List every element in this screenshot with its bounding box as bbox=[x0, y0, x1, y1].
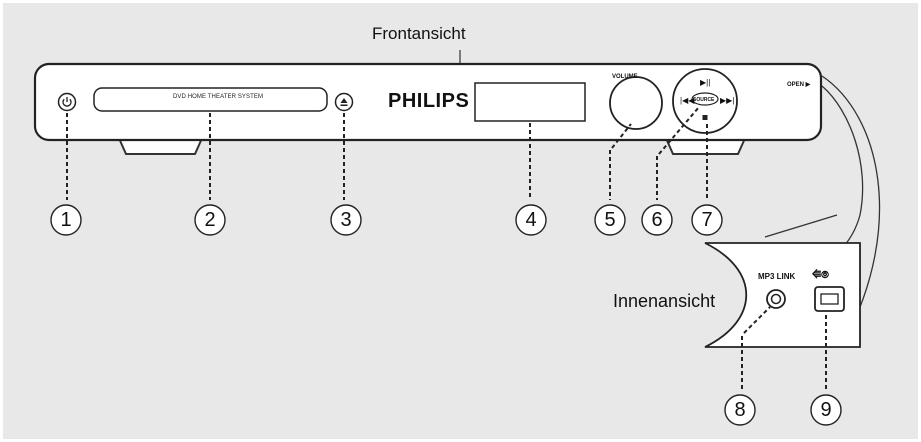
callout-5: 5 bbox=[604, 209, 616, 231]
next-icon: ▶▶| bbox=[720, 96, 735, 105]
callout-8: 8 bbox=[734, 399, 746, 421]
stop-icon bbox=[702, 115, 708, 120]
leader-6-diag bbox=[658, 106, 700, 155]
usb-port-inner bbox=[820, 293, 839, 305]
callout-circle-2 bbox=[194, 204, 226, 236]
callout-circle-3 bbox=[330, 204, 362, 236]
diagram-title: Frontansicht bbox=[372, 24, 466, 43]
callout-4: 4 bbox=[525, 209, 537, 231]
open-label: OPEN ▶ bbox=[787, 82, 811, 88]
eject-icon-bar bbox=[340, 104, 348, 106]
power-icon bbox=[62, 98, 72, 107]
mp3-link-jack-center bbox=[770, 293, 782, 305]
leader-5-diag bbox=[611, 123, 632, 149]
callout-1: 1 bbox=[60, 209, 72, 231]
tray-label: DVD HOME THEATER SYSTEM bbox=[173, 94, 264, 100]
callout-6: 6 bbox=[651, 209, 663, 231]
callout-circle-8 bbox=[724, 394, 756, 426]
callout-circle-5 bbox=[594, 204, 626, 236]
callout-3: 3 bbox=[340, 209, 352, 231]
callout-circle-4 bbox=[515, 204, 547, 236]
callout-7: 7 bbox=[701, 209, 713, 231]
open-flap-curve-2 bbox=[821, 75, 881, 341]
previous-icon: |◀◀ bbox=[680, 96, 695, 105]
callout-circle-1 bbox=[50, 204, 82, 236]
disc-tray bbox=[93, 87, 328, 112]
brand-logo: PHILIPS bbox=[388, 90, 470, 112]
eject-icon bbox=[340, 98, 348, 103]
callout-2: 2 bbox=[204, 209, 216, 231]
open-flap-line-3 bbox=[764, 214, 838, 238]
usb-icon: ⭅⦾ bbox=[812, 270, 829, 281]
callout-circle-9 bbox=[810, 394, 842, 426]
volume-label: VOLUME bbox=[612, 74, 638, 80]
leader-8-diag bbox=[743, 306, 771, 334]
mp3-link-label: MP3 LINK bbox=[758, 272, 796, 281]
callout-circle-7 bbox=[691, 204, 723, 236]
play-pause-icon: ▶|| bbox=[700, 78, 711, 87]
source-label: SOURCE bbox=[693, 97, 715, 103]
source-button bbox=[691, 92, 719, 106]
inner-view-label: Innenansicht bbox=[613, 291, 716, 311]
display-window bbox=[474, 82, 586, 122]
callout-circle-6 bbox=[641, 204, 673, 236]
volume-knob bbox=[609, 76, 663, 130]
callout-9: 9 bbox=[820, 399, 832, 421]
